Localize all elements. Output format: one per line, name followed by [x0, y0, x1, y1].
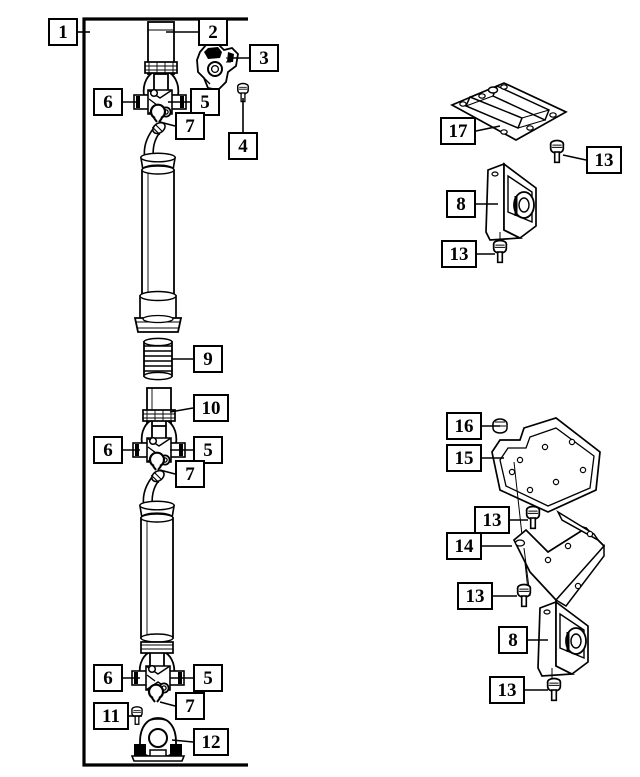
callout-8a[interactable]: 8: [446, 190, 476, 218]
part-reinforcement-skid-plate: [450, 82, 568, 141]
part-hex-flange-bolt-e: [546, 677, 562, 702]
part-front-shaft-yoke-tube: [142, 21, 180, 99]
part-center-bearing-support-bracket: [196, 43, 239, 91]
callout-7c[interactable]: 7: [175, 692, 205, 720]
callout-5c[interactable]: 5: [193, 664, 223, 692]
part-shaft-mount-bracket-upper: [485, 162, 537, 246]
leader-line-7c: [159, 701, 176, 707]
part-skid-plate-panel: [491, 417, 601, 591]
part-snap-ring-bottom: [147, 683, 165, 703]
part-hex-flange-bolt-a: [549, 139, 565, 164]
callout-11[interactable]: 11: [93, 702, 129, 730]
callout-15[interactable]: 15: [446, 444, 482, 472]
part-upper-slip-yoke: [140, 119, 176, 174]
callout-10[interactable]: 10: [193, 394, 229, 422]
part-snap-ring-top: [149, 103, 167, 123]
callout-5b[interactable]: 5: [193, 436, 223, 464]
callout-7[interactable]: 7: [175, 112, 205, 140]
leader-line-7: [159, 121, 176, 127]
part-crossmember-bracket: [512, 509, 606, 607]
part-rear-shaft-tube: [138, 513, 176, 679]
part-main-shaft-tube: [133, 165, 183, 333]
callout-12[interactable]: 12: [193, 728, 229, 756]
leader-line-13a: [562, 154, 587, 161]
assembly-group-frame: [82, 17, 248, 767]
part-hex-flange-bolt-b: [492, 239, 508, 264]
callout-13b[interactable]: 13: [441, 240, 477, 268]
callout-13a[interactable]: 13: [586, 146, 622, 174]
part-lower-slip-yoke: [139, 467, 175, 522]
callout-1[interactable]: 1: [48, 18, 78, 46]
callout-6c[interactable]: 6: [93, 664, 123, 692]
leader-line-12: [171, 739, 194, 743]
callout-4[interactable]: 4: [228, 132, 258, 160]
callout-9[interactable]: 9: [193, 345, 223, 373]
part-hex-flange-bolt-d: [516, 583, 532, 608]
leader-line-7b: [159, 469, 176, 475]
part-snap-ring-middle: [148, 451, 166, 471]
leader-line-17: [475, 125, 501, 132]
callout-7b[interactable]: 7: [175, 460, 205, 488]
callout-6[interactable]: 6: [93, 88, 123, 116]
callout-13c[interactable]: 13: [474, 506, 510, 534]
leader-line-10: [169, 407, 194, 413]
part-hex-flange-bolt-c: [525, 505, 541, 530]
callout-6b[interactable]: 6: [93, 436, 123, 464]
part-intermediate-shaft-tube: [140, 387, 178, 447]
callout-13e[interactable]: 13: [489, 676, 525, 704]
callout-17[interactable]: 17: [440, 117, 476, 145]
callout-3[interactable]: 3: [249, 44, 279, 72]
callout-2[interactable]: 2: [198, 18, 228, 46]
part-center-bearing-support: [130, 717, 186, 762]
callout-16[interactable]: 16: [446, 412, 482, 440]
callout-leader-lines: [78, 31, 587, 743]
callout-5[interactable]: 5: [190, 88, 220, 116]
callout-13d[interactable]: 13: [457, 582, 493, 610]
part-shaft-mount-bracket-lower: [537, 600, 589, 682]
callout-8b[interactable]: 8: [498, 626, 528, 654]
callout-14[interactable]: 14: [446, 532, 482, 560]
part-slip-yoke-boot: [143, 337, 173, 381]
